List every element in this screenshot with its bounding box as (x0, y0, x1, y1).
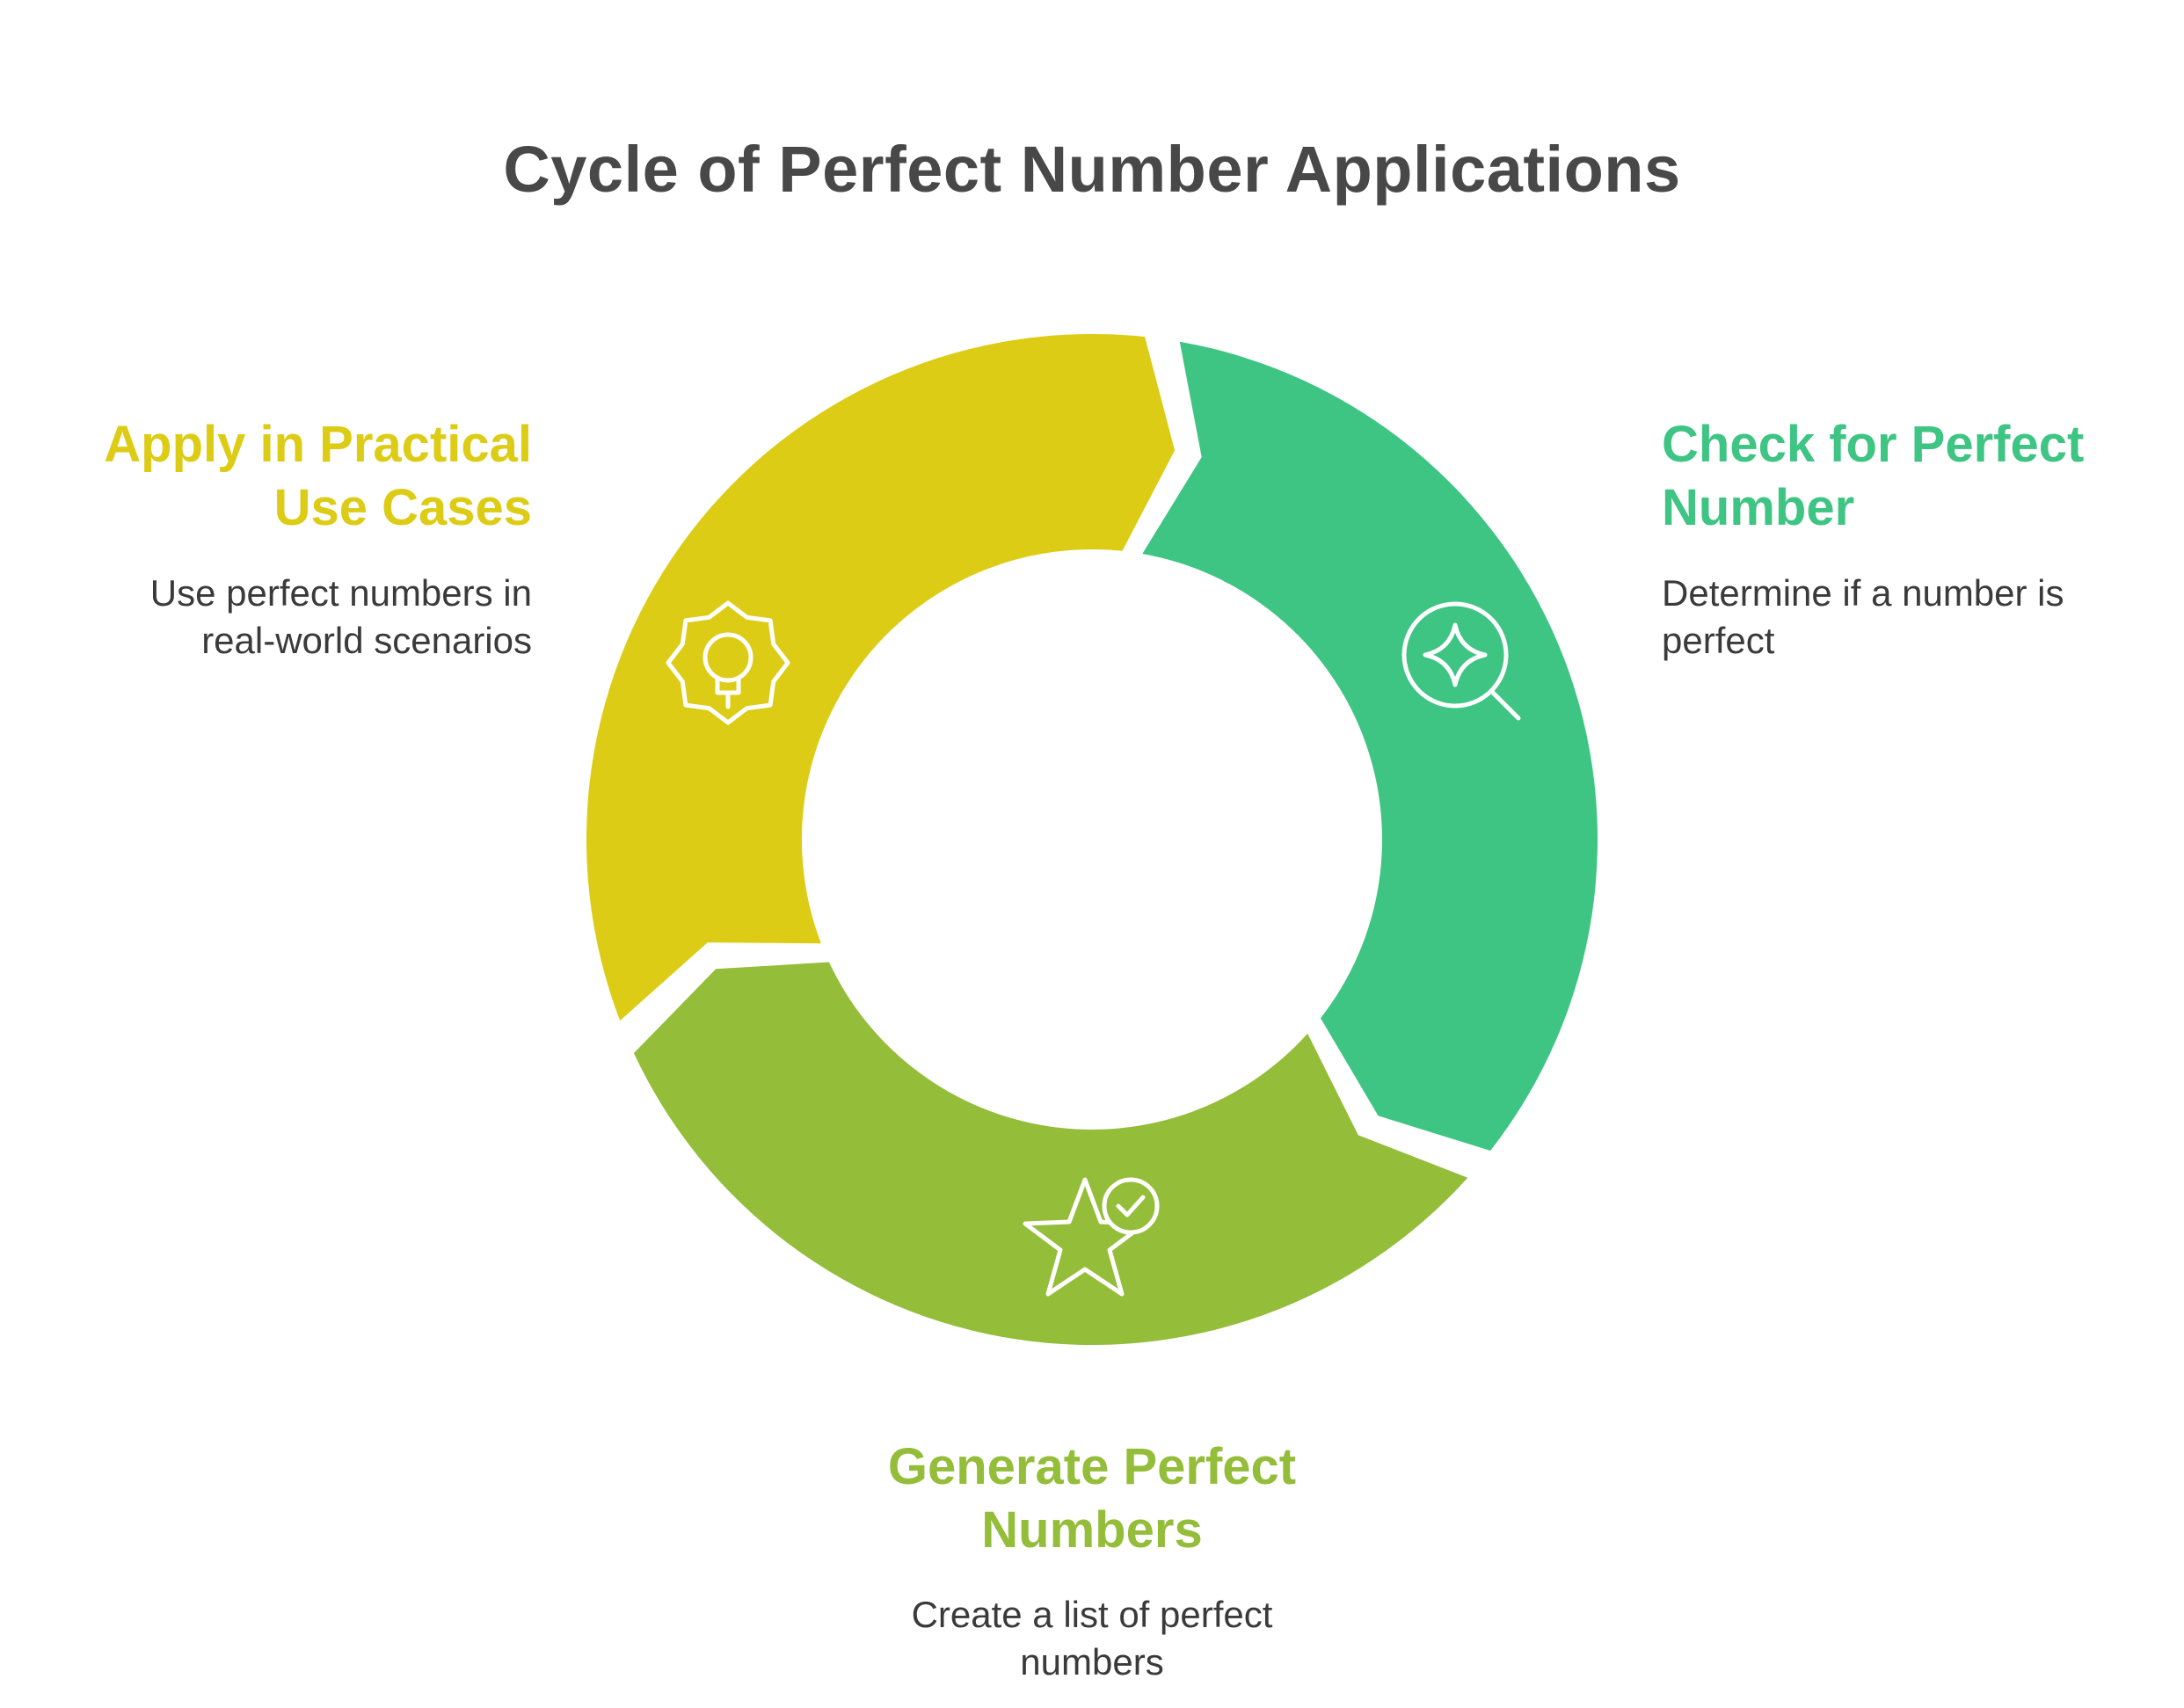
magnifier-sparkle-icon (1401, 601, 1521, 721)
check-segment (1142, 341, 1598, 1151)
apply-title-line-1: Apply in Practical (104, 416, 532, 473)
apply-step-title: Apply in Practical Use Cases (0, 413, 532, 540)
apply-segment (586, 333, 1176, 1021)
diagram-title: Cycle of Perfect Number Applications (503, 133, 1681, 206)
generate-title-line-1: Generate Perfect (887, 1438, 1297, 1495)
generate-segment (633, 962, 1468, 1346)
generate-step-description: Create a list of perfect numbers (828, 1591, 1356, 1686)
check-step-title: Check for Perfect Number (1662, 413, 2154, 540)
check-desc-line-2: perfect (1662, 620, 1775, 661)
check-step-description: Determine if a number is perfect (1662, 570, 2154, 665)
generate-desc-line-2: numbers (1020, 1641, 1164, 1683)
apply-desc-line-1: Use perfect numbers in (149, 572, 532, 614)
apply-desc-line-2: real-world scenarios (201, 620, 532, 661)
check-desc-line-1: Determine if a number is (1662, 572, 2064, 614)
check-title-line-1: Check for Perfect (1662, 416, 2085, 473)
generate-step-title: Generate Perfect Numbers (828, 1435, 1356, 1562)
apply-step-description: Use perfect numbers in real-world scenar… (0, 570, 532, 665)
apply-title-line-2: Use Cases (273, 479, 532, 536)
generate-desc-line-1: Create a list of perfect (911, 1594, 1273, 1635)
lightbulb-gear-icon (666, 600, 790, 725)
generate-title-line-2: Numbers (981, 1501, 1203, 1559)
star-check-icon (1023, 1177, 1160, 1297)
check-title-line-2: Number (1662, 479, 1855, 536)
